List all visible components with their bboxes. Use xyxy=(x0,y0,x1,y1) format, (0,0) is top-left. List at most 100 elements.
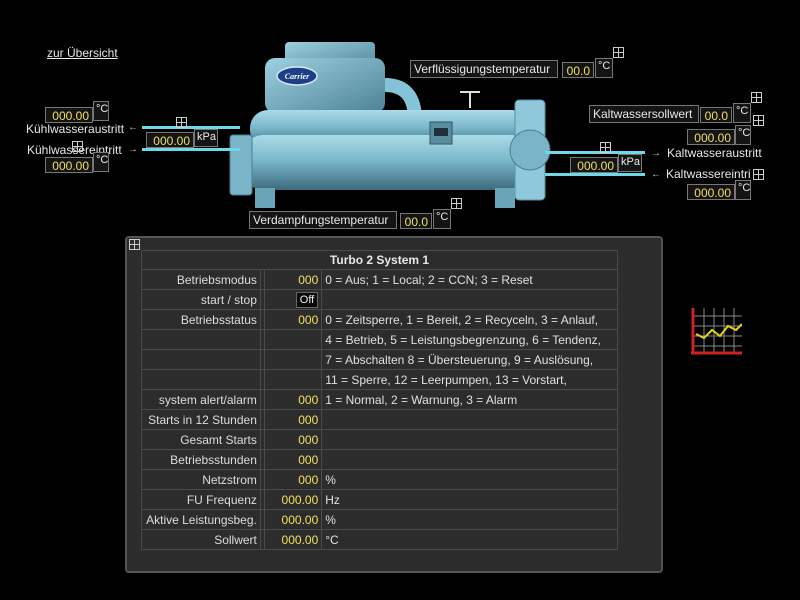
chilled-water-in-unit: °C xyxy=(735,180,751,200)
row-label xyxy=(141,349,261,370)
table-row: Betriebsstatus 000 0 = Zeitsperre, 1 = B… xyxy=(141,309,618,330)
row-value: 000.00 xyxy=(263,489,323,510)
row-label: Betriebsstunden xyxy=(141,449,261,470)
row-desc: 0 = Zeitsperre, 1 = Bereit, 2 = Recyceln… xyxy=(321,309,618,330)
row-label: Sollwert xyxy=(141,529,261,550)
grid-icon[interactable] xyxy=(753,115,764,126)
table-row: Netzstrom 000 % xyxy=(141,469,618,490)
row-value: 000 xyxy=(263,389,323,410)
condensing-temp-unit: °C xyxy=(595,58,613,78)
table-row: Sollwert 000.00 °C xyxy=(141,529,618,550)
chilled-water-pipe-top xyxy=(545,151,645,154)
cooling-water-pipe-top xyxy=(142,126,240,129)
row-label: Aktive Leistungsbeg. xyxy=(141,509,261,530)
row-label: Betriebsstatus xyxy=(141,309,261,330)
condensing-temp-value: 00.0 xyxy=(562,62,594,78)
row-desc xyxy=(321,409,618,430)
grid-icon[interactable] xyxy=(751,92,762,103)
row-value: 000.00 xyxy=(263,529,323,550)
chiller-machine-image: Carrier xyxy=(229,42,551,208)
chilled-water-setpoint-unit: °C xyxy=(733,103,751,123)
cooling-water-out-unit: °C xyxy=(93,101,109,121)
panel-grid-icon[interactable] xyxy=(129,239,140,250)
row-label: Betriebsmodus xyxy=(141,269,261,290)
chilled-water-pipe-bottom xyxy=(545,173,645,176)
cooling-water-out-value: 000.00 xyxy=(45,107,93,123)
chilled-water-in-value: 000.00 xyxy=(687,184,735,200)
chilled-pressure-value: 000.00 xyxy=(570,157,618,173)
row-label: system alert/alarm xyxy=(141,389,261,410)
table-row: 11 = Sperre, 12 = Leerpumpen, 13 = Vorst… xyxy=(141,369,618,390)
status-table: Turbo 2 System 1 Betriebsmodus 000 0 = A… xyxy=(141,250,618,550)
cooling-water-out-label: Kühlwasseraustritt xyxy=(26,122,125,136)
row-desc: 0 = Aus; 1 = Local; 2 = CCN; 3 = Reset xyxy=(321,269,618,290)
chilled-water-out-unit: °C xyxy=(735,125,751,145)
chilled-water-out-arrow: → xyxy=(651,148,661,159)
row-value xyxy=(263,349,323,370)
row-label xyxy=(141,329,261,350)
row-label: Gesamt Starts xyxy=(141,429,261,450)
cooling-water-in-unit: °C xyxy=(93,152,109,172)
grid-icon[interactable] xyxy=(176,117,187,128)
row-desc: 4 = Betrieb, 5 = Leistungsbegrenzung, 6 … xyxy=(321,329,618,350)
cooling-water-out-arrow: ← xyxy=(128,122,138,133)
grid-icon[interactable] xyxy=(600,142,611,153)
evaporating-temp-label: Verdampfungstemperatur xyxy=(249,211,397,229)
row-desc: Hz xyxy=(321,489,618,510)
row-value: 000 xyxy=(263,269,323,290)
table-row: FU Frequenz 000.00 Hz xyxy=(141,489,618,510)
chilled-water-setpoint-label: Kaltwassersollwert xyxy=(589,105,699,123)
cooling-water-pipe-bottom xyxy=(142,148,240,151)
chilled-water-setpoint-value: 00.0 xyxy=(700,107,732,123)
cooling-pressure-unit: kPa xyxy=(194,129,218,147)
table-row: Starts in 12 Stunden 000 xyxy=(141,409,618,430)
row-desc: % xyxy=(321,509,618,530)
row-label xyxy=(141,369,261,390)
chilled-pressure-unit: kPa xyxy=(618,154,642,172)
row-value xyxy=(263,329,323,350)
row-desc: °C xyxy=(321,529,618,550)
row-value: 000.00 xyxy=(263,509,323,530)
row-value: 000 xyxy=(263,309,323,330)
table-row: 4 = Betrieb, 5 = Leistungsbegrenzung, 6 … xyxy=(141,329,618,350)
cooling-water-in-value: 000.00 xyxy=(45,157,93,173)
condensing-temp-label: Verflüssigungstemperatur xyxy=(410,60,558,78)
grid-icon[interactable] xyxy=(451,198,462,209)
cooling-water-in-arrow: → xyxy=(128,144,138,155)
row-value: 000 xyxy=(263,469,323,490)
chilled-water-out-value: 000.00 xyxy=(687,129,735,145)
grid-icon[interactable] xyxy=(753,169,764,180)
grid-icon[interactable] xyxy=(613,47,624,58)
table-row: Betriebsmodus 000 0 = Aus; 1 = Local; 2 … xyxy=(141,269,618,290)
table-row: start / stop Off xyxy=(141,289,618,310)
row-label: start / stop xyxy=(141,289,261,310)
row-desc: 1 = Normal, 2 = Warnung, 3 = Alarm xyxy=(321,389,618,410)
evaporating-temp-unit: °C xyxy=(433,209,451,229)
carrier-logo: Carrier xyxy=(285,72,310,81)
row-desc: % xyxy=(321,469,618,490)
grid-icon[interactable] xyxy=(72,141,83,152)
trend-chart-icon[interactable] xyxy=(690,308,742,356)
row-desc xyxy=(321,429,618,450)
cooling-pressure-value: 000.00 xyxy=(146,132,194,148)
row-label: Starts in 12 Stunden xyxy=(141,409,261,430)
table-row: 7 = Abschalten 8 = Übersteuerung, 9 = Au… xyxy=(141,349,618,370)
row-desc xyxy=(321,289,618,310)
row-label: FU Frequenz xyxy=(141,489,261,510)
row-value xyxy=(263,369,323,390)
table-row: Gesamt Starts 000 xyxy=(141,429,618,450)
table-row: Betriebsstunden 000 xyxy=(141,449,618,470)
evaporating-temp-value: 00.0 xyxy=(400,213,432,229)
table-row: system alert/alarm 000 1 = Normal, 2 = W… xyxy=(141,389,618,410)
chilled-water-in-label: Kaltwassereintri xyxy=(666,167,751,181)
start-stop-button[interactable]: Off xyxy=(295,291,319,308)
row-value: 000 xyxy=(263,409,323,430)
panel-title: Turbo 2 System 1 xyxy=(141,250,618,270)
row-desc: 7 = Abschalten 8 = Übersteuerung, 9 = Au… xyxy=(321,349,618,370)
chilled-water-out-label: Kaltwasseraustritt xyxy=(667,146,762,160)
row-label: Netzstrom xyxy=(141,469,261,490)
table-row: Aktive Leistungsbeg. 000.00 % xyxy=(141,509,618,530)
chilled-water-in-arrow: ← xyxy=(651,169,661,180)
overview-link[interactable]: zur Übersicht xyxy=(47,46,118,60)
row-value: 000 xyxy=(263,449,323,470)
